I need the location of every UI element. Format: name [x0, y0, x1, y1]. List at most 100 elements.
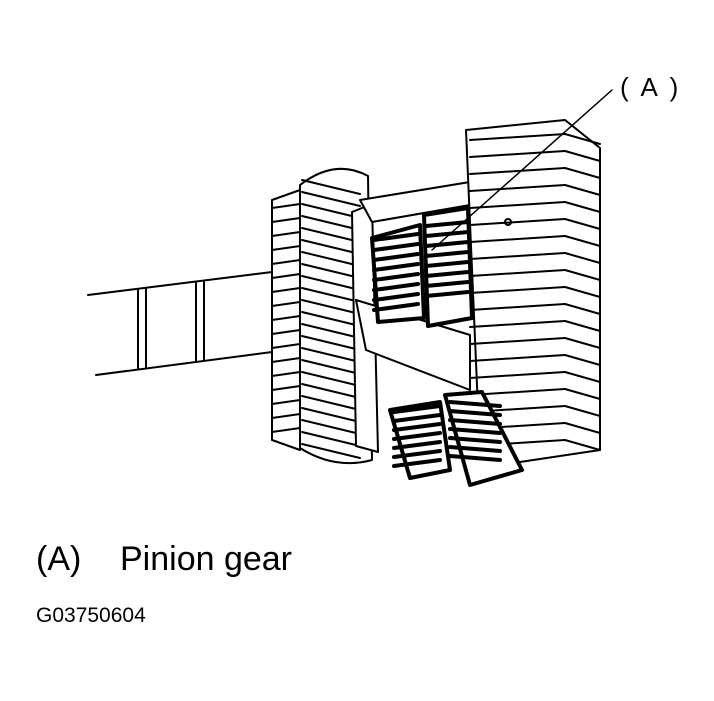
- pinion-tooth: [448, 427, 502, 435]
- hub-gear-tooth: [271, 385, 301, 391]
- ring-gear-tooth: [469, 133, 566, 141]
- callout-label-a: ( A ): [620, 72, 682, 102]
- ring-gear-tooth: [564, 286, 601, 298]
- ring-gear-tooth: [564, 337, 601, 349]
- pinion-gear-upper: [370, 206, 474, 328]
- pinion-tooth: [372, 232, 420, 242]
- hub-gear-tooth: [271, 301, 301, 307]
- pinion-tooth: [448, 400, 502, 408]
- pinion-tooth: [392, 404, 442, 414]
- hub-gear-tooth: [271, 203, 301, 209]
- ring-gear-tooth: [469, 184, 566, 192]
- helical-gear-tooth: [301, 323, 361, 339]
- helical-gear-tooth: [301, 335, 361, 351]
- ring-gear-tooth: [469, 320, 566, 328]
- output-shaft: [87, 271, 273, 376]
- helical-gear-tooth: [301, 251, 361, 267]
- callout-leader-line: [431, 89, 613, 251]
- ring-gear-tooth: [564, 201, 601, 213]
- ring-gear-tooth: [564, 388, 601, 400]
- ring-gear-tooth: [564, 439, 601, 451]
- gear-assembly-diagram: [87, 89, 613, 487]
- hub-gear-tooth: [271, 329, 301, 335]
- ring-gear-tooth: [469, 371, 566, 379]
- helical-gear-tooth: [301, 383, 361, 399]
- helical-gear-tooth: [301, 203, 361, 219]
- pinion-tooth: [448, 436, 502, 444]
- ring-gear-tooth: [564, 150, 601, 162]
- ring-gear-tooth: [564, 235, 601, 247]
- hub-gear-tooth: [271, 427, 301, 433]
- pinion-tooth: [448, 418, 502, 426]
- pinion-tooth: [392, 440, 442, 450]
- hub-gear-tooth: [271, 287, 301, 293]
- helical-gear-tooth: [301, 227, 361, 243]
- pinion-tooth: [448, 454, 502, 462]
- pinion-tooth: [392, 422, 442, 432]
- ring-gear-tooth: [564, 184, 601, 196]
- ring-gear-tooth: [564, 422, 601, 434]
- ring-gear-tooth: [564, 252, 601, 264]
- pinion-tooth: [372, 282, 420, 292]
- helical-gear-tooth: [301, 371, 361, 387]
- ring-gear-tooth: [469, 235, 566, 243]
- figure-code: G03750604: [36, 604, 146, 627]
- pinion-tooth: [424, 270, 470, 278]
- pinion-tooth: [372, 252, 420, 262]
- ring-gear-tooth: [564, 218, 601, 230]
- helical-gear-tooth: [301, 287, 361, 303]
- ring-gear-tooth: [469, 388, 566, 396]
- hub-gear-tooth: [271, 231, 301, 237]
- ring-gear-tooth: [469, 218, 566, 226]
- helical-gear-tooth: [301, 443, 361, 459]
- helical-gear-tooth: [301, 359, 361, 375]
- hub-gear-tooth: [271, 413, 301, 419]
- pinion-tooth: [392, 449, 442, 459]
- helical-gear-tooth: [301, 179, 361, 195]
- hub-gear-tooth: [271, 259, 301, 265]
- helical-gear-tooth: [301, 407, 361, 423]
- ring-gear-tooth: [564, 269, 601, 281]
- pinion-tooth: [424, 220, 470, 228]
- ring-gear-tooth: [564, 405, 601, 417]
- ring-gear-tooth: [564, 354, 601, 366]
- hub-gear-tooth: [271, 399, 301, 405]
- ring-gear-tooth: [469, 201, 566, 209]
- pinion-tooth: [392, 413, 442, 423]
- ring-gear-tooth: [469, 252, 566, 260]
- hub-gear: [271, 189, 301, 451]
- ring-gear-tooth: [469, 150, 566, 158]
- helical-gear-tooth: [301, 395, 361, 411]
- pinion-tooth: [424, 250, 470, 258]
- ring-gear-tooth: [564, 371, 601, 383]
- helical-gear-tooth: [301, 263, 361, 279]
- pinion-tooth: [424, 290, 470, 298]
- hub-gear-tooth: [271, 343, 301, 349]
- hub-gear-tooth: [271, 245, 301, 251]
- pinion-gear-lower: [388, 390, 524, 487]
- pinion-tooth: [424, 240, 470, 248]
- helical-gear-tooth: [301, 215, 361, 231]
- ring-gear-tooth: [469, 269, 566, 277]
- legend-text: Pinion gear: [120, 540, 293, 578]
- helical-gear-tooth: [301, 347, 361, 363]
- pinion-tooth: [372, 242, 420, 252]
- ring-gear: [465, 119, 601, 463]
- helical-gear-tooth: [301, 311, 361, 327]
- ring-gear-tooth: [469, 354, 566, 362]
- helical-gear-tooth: [301, 191, 361, 207]
- ring-gear-tooth: [564, 133, 601, 145]
- hub-gear-tooth: [271, 357, 301, 363]
- hub-gear-tooth: [271, 371, 301, 377]
- pinion-tooth: [424, 260, 470, 268]
- helical-gear-tooth: [301, 419, 361, 435]
- hub-gear-tooth: [271, 315, 301, 321]
- pinion-tooth: [392, 431, 442, 441]
- helical-gear-tooth: [301, 299, 361, 315]
- ring-gear-tooth: [469, 303, 566, 311]
- ring-gear-tooth: [564, 320, 601, 332]
- pinion-tooth: [372, 292, 420, 302]
- pinion-tooth: [372, 262, 420, 272]
- pinion-tooth: [372, 302, 420, 312]
- ring-gear-tooth: [469, 286, 566, 294]
